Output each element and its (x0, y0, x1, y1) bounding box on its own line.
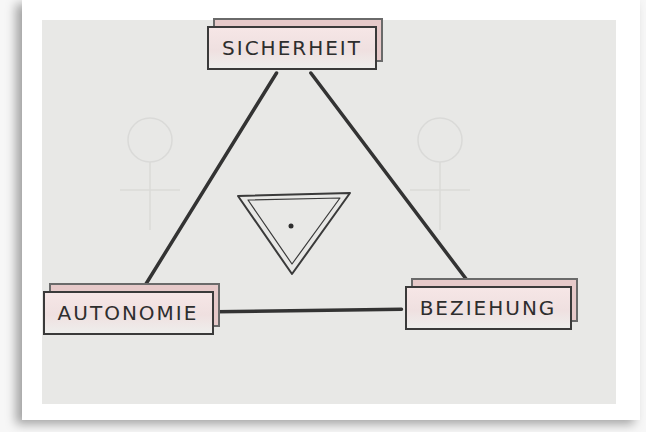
connector-line (143, 73, 276, 288)
box-label: SICHERHEIT (222, 37, 362, 59)
inner-triangle (238, 193, 350, 274)
ghost-head (128, 118, 172, 162)
inner-triangle-outline (238, 193, 350, 274)
box-label: BEZIEHUNG (420, 297, 557, 319)
inner-triangle-inset (248, 198, 340, 264)
connector-line (217, 309, 402, 312)
concept-box: SICHERHEIT (207, 26, 377, 70)
connector-line (311, 73, 469, 283)
concept-box: BEZIEHUNG (405, 286, 572, 330)
center-dot (289, 224, 294, 229)
ghost-body (120, 162, 180, 230)
box-label: AUTONOMIE (58, 302, 199, 324)
paper-photo (42, 20, 616, 404)
ghost-body (410, 162, 470, 230)
ghost-head (418, 118, 462, 162)
concept-box: AUTONOMIE (43, 291, 214, 335)
